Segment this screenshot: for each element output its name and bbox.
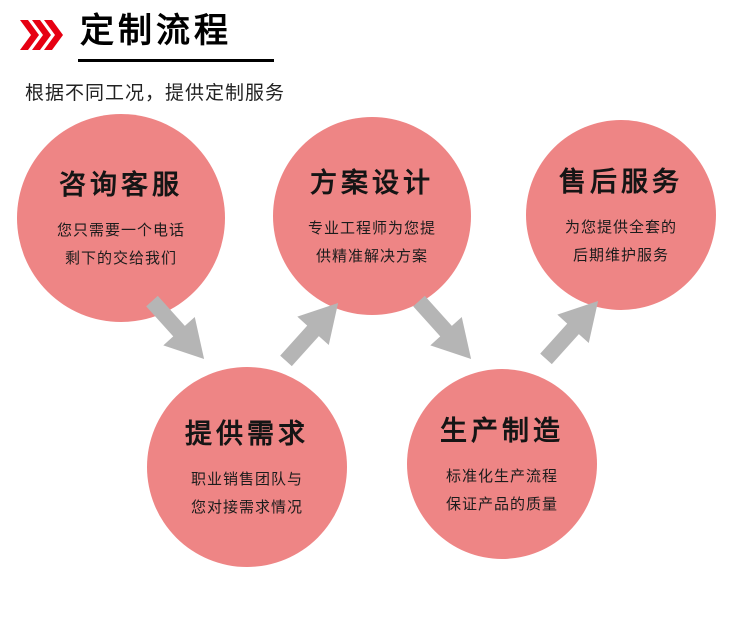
step-circle-aftersales: 售后服务 为您提供全套的 后期维护服务 <box>526 120 716 310</box>
header: 定制流程 <box>20 12 274 63</box>
step-desc: 专业工程师为您提 供精准解决方案 <box>307 220 436 265</box>
step-desc: 职业销售团队与 您对接需求情况 <box>190 471 303 516</box>
triple-chevron-icon <box>20 20 64 55</box>
step-title: 生产制造 <box>440 415 564 446</box>
step-title: 咨询客服 <box>59 169 183 200</box>
step-desc: 标准化生产流程 保证产品的质量 <box>445 468 558 513</box>
step-title: 售后服务 <box>559 166 683 197</box>
step-title: 方案设计 <box>310 167 434 198</box>
step-circle-production: 生产制造 标准化生产流程 保证产品的质量 <box>407 369 597 559</box>
step-title: 提供需求 <box>185 418 309 449</box>
step-circle-consult: 咨询客服 您只需要一个电话 剩下的交给我们 <box>17 114 225 322</box>
page-title: 定制流程 <box>78 12 274 63</box>
step-desc: 您只需要一个电话 剩下的交给我们 <box>56 222 185 267</box>
step-circle-design: 方案设计 专业工程师为您提 供精准解决方案 <box>273 117 471 315</box>
step-desc: 为您提供全套的 后期维护服务 <box>564 219 677 264</box>
step-circle-requirements: 提供需求 职业销售团队与 您对接需求情况 <box>147 367 347 567</box>
subtitle: 根据不同工况，提供定制服务 <box>25 83 286 104</box>
